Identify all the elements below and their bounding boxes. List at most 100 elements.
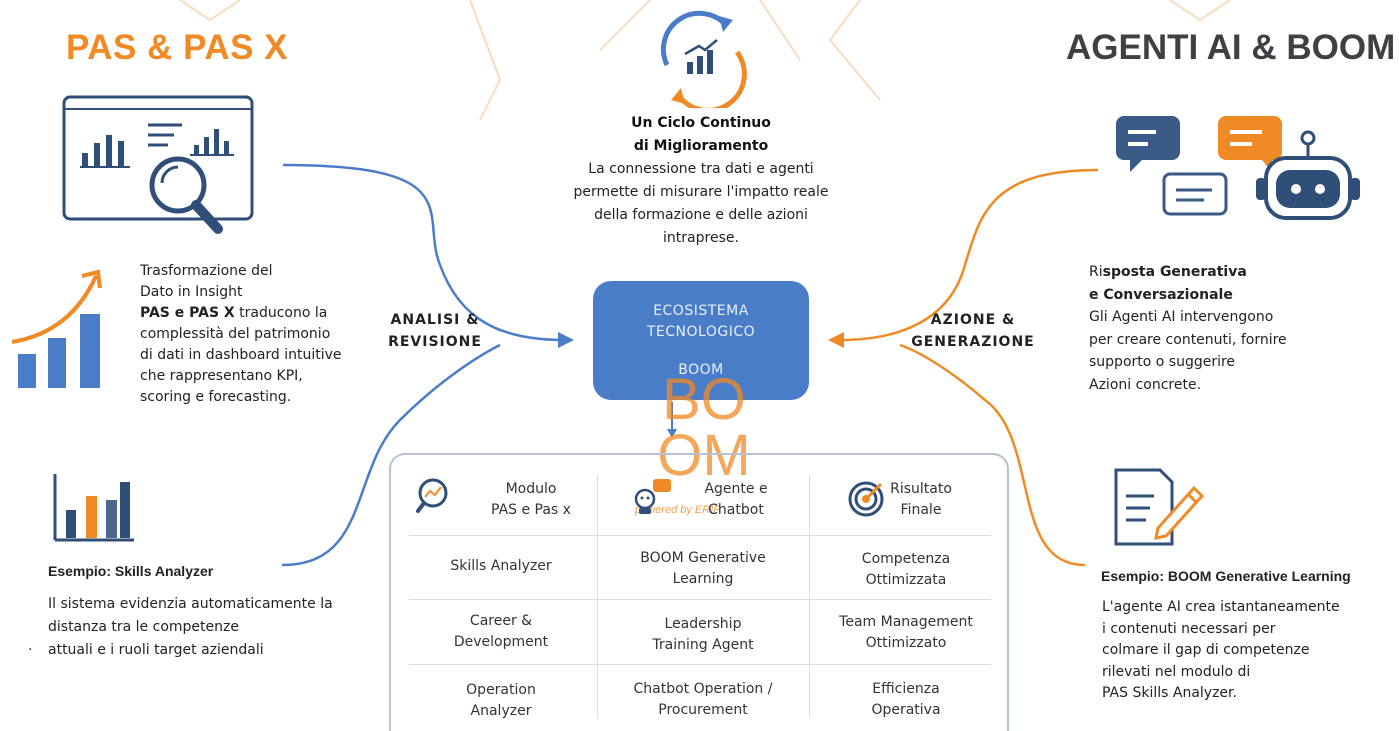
left-insight-line3: PAS e PAS X traducono la [140,303,380,324]
cycle-chart-icon [660,10,747,108]
right-arrowhead [828,332,844,348]
table-cell: Chatbot Operation / Procurement [603,679,803,721]
left-flow-label-line1: ANALISI & [390,312,480,328]
right-title-plain: Ri [1089,264,1103,280]
left-example-text: Il sistema evidenzia automaticamente la … [28,593,348,662]
right-top-curve [839,168,1099,342]
table-header-agente: Agente e Chatbot [676,479,796,521]
left-example-line2: distanza tra le competenze [48,619,239,635]
header-line1: Risultato [890,481,952,497]
column-divider [809,475,810,718]
center-desc-line: della formazione e delle azioni [594,207,808,223]
left-example-line1: Il sistema evidenzia automaticamente la [48,596,333,612]
right-line3: supporto o suggerire [1089,354,1236,370]
cell-line1: Competenza [861,551,951,567]
right-example-line2: i contenuti necessari per [1102,620,1276,637]
table-cell: Efficienza Operativa [811,679,1001,721]
cell-line1: Leadership [664,616,742,632]
center-description: Un Ciclo Continuo di Miglioramento La co… [556,112,846,250]
right-example-line4: rilevati nel modulo di [1102,663,1251,680]
ecosystem-box: ECOSISTEMA TECNOLOGICO BOOM [593,281,809,400]
right-title-line2: e Conversazionale [1089,286,1233,303]
left-insight-line4: complessità del patrimonio [140,326,331,342]
center-title-line2: di Miglioramento [633,138,769,154]
left-insight-block: Trasformazione del Dato in Insight PAS e… [140,261,380,408]
left-example-title: Esempio: Skills Analyzer [48,563,214,579]
right-flow-label-line1: AZIONE & [930,312,1016,328]
right-example-title: Esempio: BOOM Generative Learning [1101,568,1351,584]
left-top-curve [282,163,566,342]
table-cell: Competenza Ottimizzata [811,549,1001,591]
center-title-line1: Un Ciclo Continuo [631,115,771,131]
column-divider [597,475,598,718]
header-line2: Chatbot [708,502,764,518]
right-title: AGENTI AI & BOOM [1066,28,1396,67]
cell-line2: Procurement [658,702,748,718]
left-example-line3-wrap: · attuali e i ruoli target aziendali [28,639,348,662]
left-flow-label: ANALISI & REVISIONE [380,309,490,353]
header-line1: Agente e [704,481,768,497]
cell-line1: Efficienza [872,681,940,697]
right-example-line5: PAS Skills Analyzer. [1102,685,1237,701]
right-line2: per creare contenuti, fornire [1089,331,1287,348]
cell-line2: Learning [672,571,734,587]
left-insight-line6: che rappresentano KPI, [140,368,303,384]
center-desc-line: intraprese. [663,230,739,246]
right-title-bold: sposta Generativa [1102,264,1247,280]
cell-line2: Analyzer [470,703,532,719]
dashboard-magnifier-icon [62,95,254,234]
cell-line2: Operativa [871,702,941,718]
right-generative-block: Risposta Generativa e Conversazionale Gl… [1089,261,1349,396]
cell-line1: Operation [466,682,536,698]
cell-line1: Career & [469,613,533,629]
ecosystem-line1: ECOSISTEMA [653,303,749,319]
header-line2: Finale [900,502,942,518]
left-insight-line1: Trasformazione del [140,263,273,279]
chatbot-icon [634,479,671,514]
target-icon [848,481,884,517]
header-line2: PAS e Pas x [491,502,571,518]
table-cell: Skills Analyzer [401,556,601,577]
cell-line1: Team Management [839,614,973,630]
right-flow-label-line2: GENERAZIONE [911,334,1035,350]
growth-chart-icon [11,269,102,388]
boom-logo-powered-by: powered by ERIP [635,504,721,516]
left-insight-line7: scoring e forecasting. [140,389,292,405]
right-example-line3: colmare il gap di competenze [1102,642,1310,658]
cell-line1: BOOM Generative [640,550,766,566]
left-arrowhead [558,332,574,348]
table-cell: BOOM Generative Learning [603,548,803,590]
table-cell: Leadership Training Agent [603,614,803,656]
cell-line2: Ottimizzata [865,572,947,588]
table-header-modulo: Modulo PAS e Pas x [471,479,591,521]
magnifier-chart-icon [416,478,448,513]
module-table: Modulo PAS e Pas x Agente e Chatbot Risu… [389,453,1009,731]
left-insight-line2: Dato in Insight [140,284,243,300]
table-cell: Team Management Ottimizzato [811,612,1001,654]
right-line1: Gli Agenti AI intervengono [1089,309,1274,325]
left-insight-line5: di dati in dashboard intuitive [140,347,342,363]
chat-bubbles-robot-icon [1116,116,1360,220]
document-pen-icon [1114,468,1205,546]
center-desc-line: permette di misurare l'impatto reale [573,184,829,200]
cell-line1: Skills Analyzer [450,558,552,574]
header-line1: Modulo [505,481,557,497]
right-example-text: L'agente AI crea istantaneamente i conte… [1102,597,1362,705]
bullet-dot: · [28,642,33,658]
ecosystem-line2: TECNOLOGICO [646,324,756,340]
cell-line2: Training Agent [652,637,754,653]
skills-bar-chart-icon [53,474,134,542]
boom-logo-line1: BO [662,367,746,432]
right-flow-label: AZIONE & GENERAZIONE [908,309,1038,353]
left-example-line3: attuali e i ruoli target aziendali [48,642,264,658]
table-header-risultato: Risultato Finale [871,479,971,521]
cell-line2: Ottimizzato [865,635,947,651]
row-divider [409,599,991,600]
right-bottom-curve [899,343,1086,567]
cell-line1: Chatbot Operation / [633,681,773,697]
pas-bold-text: PAS e PAS X [140,305,235,321]
row-divider [409,535,991,536]
right-example-line1: L'agente AI crea istantaneamente [1102,599,1340,615]
